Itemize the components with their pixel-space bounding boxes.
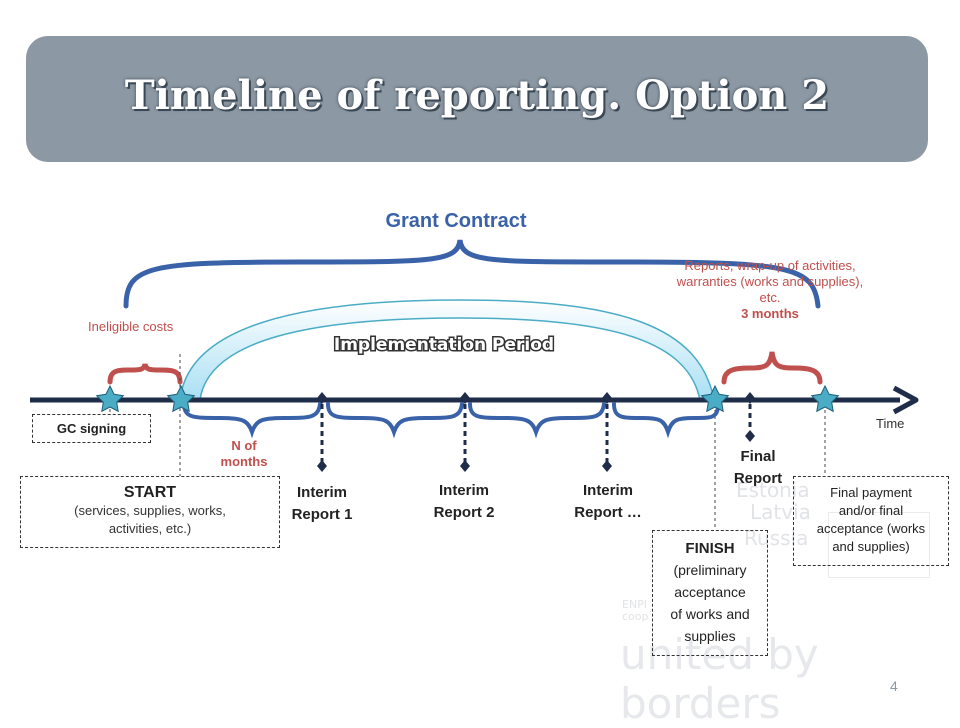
reports-wrapup-line-2: warranties (works and supplies),: [676, 274, 864, 289]
interim-report-2-label: Interim Report 2: [414, 480, 514, 524]
interim-report-2-line-2: Report 2: [433, 504, 495, 521]
final-report-line-2: Report: [733, 470, 783, 487]
grant-contract-brace: [123, 239, 821, 309]
interim-2-bottom-diamond: [460, 460, 470, 472]
interim-1-top-diamond: [317, 392, 327, 404]
n-of-months-line-1: N of: [231, 438, 257, 453]
implementation-period-label: Implementation Period: [334, 335, 554, 355]
finish-title: FINISH: [685, 540, 735, 557]
three-months-brace: [721, 351, 823, 385]
star-final-payment-icon: [810, 384, 840, 413]
star-finish-icon: [700, 384, 730, 413]
title-banner: [26, 36, 928, 162]
watermark-program-line-1: ENPI: [622, 598, 648, 611]
interim-3-top-diamond: [602, 392, 612, 404]
watermark-estonia: Estonia: [736, 478, 810, 502]
finish-detail-line-1: (preliminary: [673, 562, 747, 578]
star-start-icon: [166, 384, 196, 413]
final-report-line-1: Final: [740, 448, 776, 465]
watermark-logo: [828, 512, 930, 578]
time-label: Time: [876, 416, 905, 431]
reports-wrapup-line-3: etc.: [759, 290, 781, 305]
start-title: START: [123, 484, 177, 501]
final-payment-box: Final payment and/or final acceptance (w…: [793, 476, 949, 566]
start-box: START (services, supplies, works, activi…: [20, 476, 280, 548]
n-months-brace-3: [468, 402, 606, 439]
page-number: 4: [890, 678, 898, 694]
n-months-brace-2: [326, 402, 464, 439]
gc-signing-box: GC signing: [32, 414, 151, 443]
interim-report-3-line-1: Interim: [582, 482, 633, 499]
timeline-arrowhead: [892, 385, 919, 415]
final-report-bottom-diamond: [745, 430, 755, 442]
star-gc-signing-icon: [95, 384, 125, 413]
grant-contract-label: Grant Contract: [385, 210, 527, 232]
three-months-label: 3 months: [741, 306, 799, 321]
finish-box: FINISH (preliminary acceptance of works …: [652, 530, 768, 656]
finish-detail-line-4: supplies: [684, 628, 736, 644]
interim-report-1-line-1: Interim: [296, 484, 347, 501]
interim-report-3-label: Interim Report …: [556, 480, 660, 524]
slide-title: Timeline of reporting. Option 2: [124, 72, 830, 119]
finish-detail-line-3: of works and: [670, 606, 750, 622]
start-detail-line-1: (services, supplies, works,: [74, 503, 226, 518]
interim-report-3-line-2: Report …: [574, 504, 642, 521]
watermark-program-line-2: coop: [622, 610, 649, 623]
reports-wrapup-line-1: Reports, wrap-up of activities,: [684, 258, 856, 273]
finish-detail-line-2: acceptance: [674, 584, 746, 600]
final-report-top-diamond: [745, 392, 755, 404]
interim-report-1-label: Interim Report 1: [272, 482, 372, 526]
watermark-latvia: Latvia: [750, 500, 811, 524]
final-payment-line-3: acceptance (works: [816, 521, 926, 536]
interim-3-bottom-diamond: [602, 460, 612, 472]
n-of-months-label: N of months: [212, 438, 276, 470]
n-of-months-line-2: months: [220, 454, 268, 469]
interim-2-top-diamond: [460, 392, 470, 404]
reports-wrapup-label: Reports, wrap-up of activities, warranti…: [640, 258, 900, 322]
n-months-brace-4: [612, 402, 720, 439]
final-payment-line-2: and/or final: [838, 503, 904, 518]
interim-report-1-line-2: Report 1: [291, 506, 353, 523]
interim-report-2-line-1: Interim: [438, 482, 489, 499]
ineligible-brace: [107, 363, 183, 385]
n-months-brace-1: [182, 402, 322, 439]
ineligible-costs-label: Ineligible costs: [88, 319, 174, 334]
start-detail-line-2: activities, etc.): [108, 521, 192, 536]
final-payment-line-1: Final payment: [830, 485, 912, 500]
interim-1-bottom-diamond: [317, 460, 327, 472]
final-payment-line-4: and supplies): [832, 539, 910, 554]
gc-signing-label: GC signing: [56, 421, 127, 436]
final-report-label: Final Report: [720, 446, 796, 490]
